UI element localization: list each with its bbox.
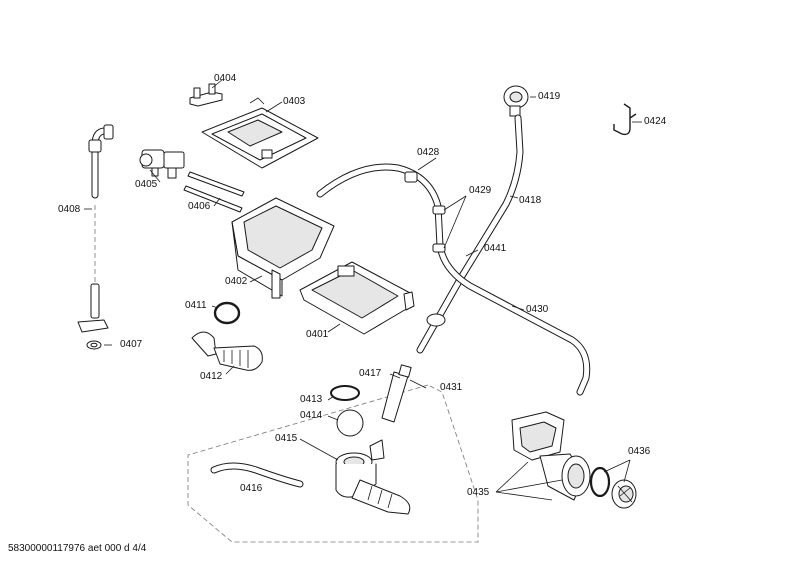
detergent-drawer-part[interactable] xyxy=(299,261,415,335)
label-0406: 0406 xyxy=(188,201,211,212)
group-0431-outline xyxy=(187,384,479,543)
label-0418: 0418 xyxy=(519,195,542,206)
pump-seal-0436[interactable] xyxy=(589,466,611,498)
label-0412: 0412 xyxy=(200,371,223,382)
seal-ring-0413[interactable] xyxy=(330,385,360,401)
label-0419: 0419 xyxy=(538,91,561,102)
label-0430: 0430 xyxy=(526,304,549,315)
inlet-valve-part[interactable] xyxy=(139,149,185,179)
small-hose-part[interactable] xyxy=(210,462,304,488)
label-0403: 0403 xyxy=(283,96,306,107)
label-0413: 0413 xyxy=(300,394,323,405)
holder-bracket-0424[interactable] xyxy=(613,103,637,136)
guide-rods-part[interactable] xyxy=(183,171,245,213)
bellows-hose-part[interactable] xyxy=(191,331,263,371)
pressure-switch-part[interactable] xyxy=(503,85,529,117)
washer-ring-0407[interactable] xyxy=(86,340,102,350)
label-0436: 0436 xyxy=(628,446,651,457)
sump-part[interactable] xyxy=(335,439,411,515)
label-0435: 0435 xyxy=(467,487,490,498)
label-0441: 0441 xyxy=(484,243,507,254)
label-0404: 0404 xyxy=(214,73,237,84)
label-0401: 0401 xyxy=(306,329,329,340)
document-id-footer: 58300000117976 aet 000 d 4/4 xyxy=(8,543,147,554)
ball-0414[interactable] xyxy=(336,409,364,437)
label-0415: 0415 xyxy=(275,433,298,444)
dispenser-housing-part[interactable] xyxy=(231,197,335,299)
inlet-tube-part[interactable] xyxy=(77,283,109,333)
pressure-hose-part[interactable] xyxy=(416,114,524,354)
seal-ring-0411[interactable] xyxy=(213,301,241,325)
lint-filter-0436[interactable] xyxy=(611,479,637,509)
dispenser-cover-part[interactable] xyxy=(201,97,319,169)
clip-part-0404[interactable] xyxy=(189,83,223,107)
label-0431: 0431 xyxy=(440,382,463,393)
label-0414: 0414 xyxy=(300,410,323,421)
drain-pump-part[interactable] xyxy=(511,411,591,501)
label-0408: 0408 xyxy=(58,204,81,215)
label-0424: 0424 xyxy=(644,116,667,127)
inlet-elbow-pipe-part[interactable] xyxy=(88,124,114,199)
label-0416: 0416 xyxy=(240,483,263,494)
label-0402: 0402 xyxy=(225,276,248,287)
label-0405: 0405 xyxy=(135,179,158,190)
drain-hose-part[interactable] xyxy=(316,163,591,396)
label-0411: 0411 xyxy=(185,300,207,311)
label-0428: 0428 xyxy=(417,147,440,158)
label-0417: 0417 xyxy=(359,368,382,379)
label-0429: 0429 xyxy=(469,185,492,196)
sensor-rod-part[interactable] xyxy=(381,364,412,423)
leader-lines xyxy=(84,79,642,501)
label-0407: 0407 xyxy=(120,339,143,350)
